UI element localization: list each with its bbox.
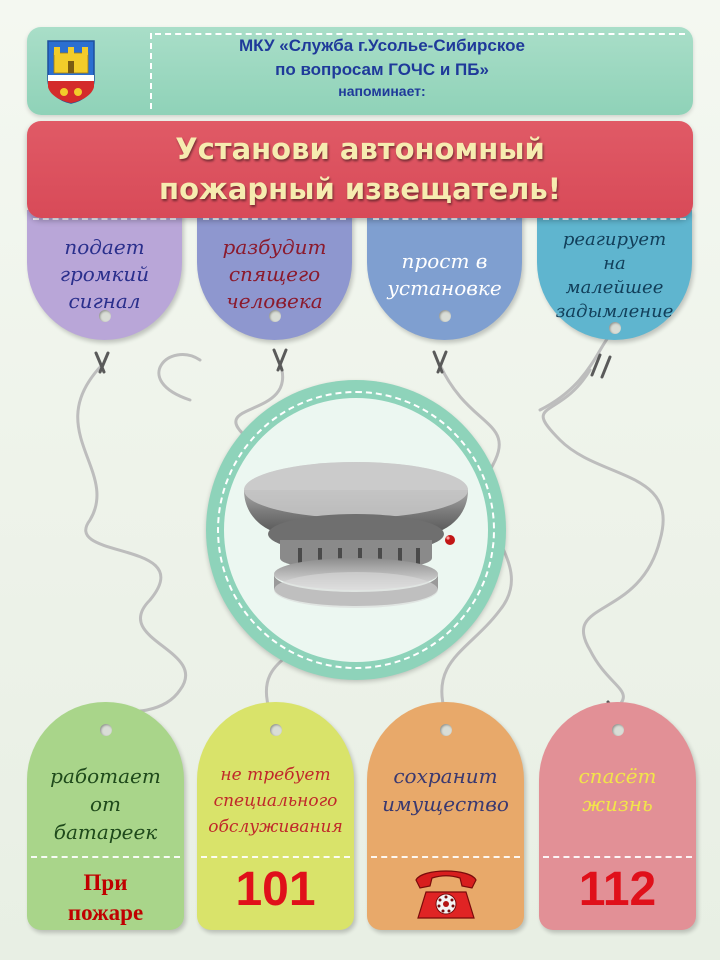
main-title-banner: Установи автономный пожарный извещатель! [27, 121, 693, 218]
tag-text: разбудит спящего человека [222, 235, 327, 313]
feature-tag-easy-install: прост в установке [367, 210, 522, 340]
tag-hole [268, 310, 281, 322]
tag-text: сохранит имущество [382, 764, 509, 816]
tag-hole [98, 310, 111, 322]
feature-tag-loud-signal: подает громкий сигнал [27, 210, 182, 340]
feature-tag-battery: работает от батареек При пожаре [27, 702, 184, 930]
tag-hole [438, 310, 451, 322]
org-line-2: по вопросам ГОЧС и ПБ» [275, 60, 489, 79]
fire-emergency-number: 101 [235, 863, 316, 916]
tag-hole [439, 724, 452, 736]
header-panel [27, 27, 693, 115]
tag-hole [611, 724, 624, 736]
organization-name: МКУ «Служба г.Усолье-Сибирское по вопрос… [172, 34, 592, 100]
org-line-1: МКУ «Служба г.Усолье-Сибирское [239, 36, 525, 55]
title-line-2: пожарный извещатель! [159, 172, 561, 206]
tag-text: спасёт жизнь [578, 764, 657, 816]
tag-hole [269, 724, 282, 736]
single-emergency-number: 112 [578, 863, 657, 916]
coat-of-arms-icon [47, 40, 95, 104]
feature-tag-smoke-react: реагирует на малейшее задымление [537, 210, 692, 340]
feature-tag-save-life: спасёт жизнь 112 [539, 702, 696, 930]
red-rotary-telephone-icon [414, 870, 477, 919]
in-case-of-fire-label: При пожаре [67, 870, 144, 925]
tag-text: подает громкий сигнал [59, 235, 150, 313]
feature-tag-save-property: сохранит имущество [367, 702, 524, 930]
header-dash-border [155, 33, 685, 35]
feature-tag-wake-sleeper: разбудит спящего человека [197, 210, 352, 340]
tag-text: работает от батареек [50, 764, 161, 844]
reminds-label: напоминает: [338, 83, 426, 99]
tag-text: реагирует на малейшее задымление [555, 229, 674, 322]
feature-tag-no-maintenance: не требует специального обслуживания 101 [197, 702, 354, 930]
smoke-detector-image [244, 462, 468, 608]
tag-text: не требует специального обслуживания [208, 765, 343, 837]
detector-badge [206, 380, 506, 680]
title-line-1: Установи автономный [175, 132, 545, 166]
tag-hole [99, 724, 112, 736]
tag-text: прост в установке [387, 249, 502, 300]
header-divider [150, 33, 152, 109]
tag-hole [608, 322, 621, 334]
